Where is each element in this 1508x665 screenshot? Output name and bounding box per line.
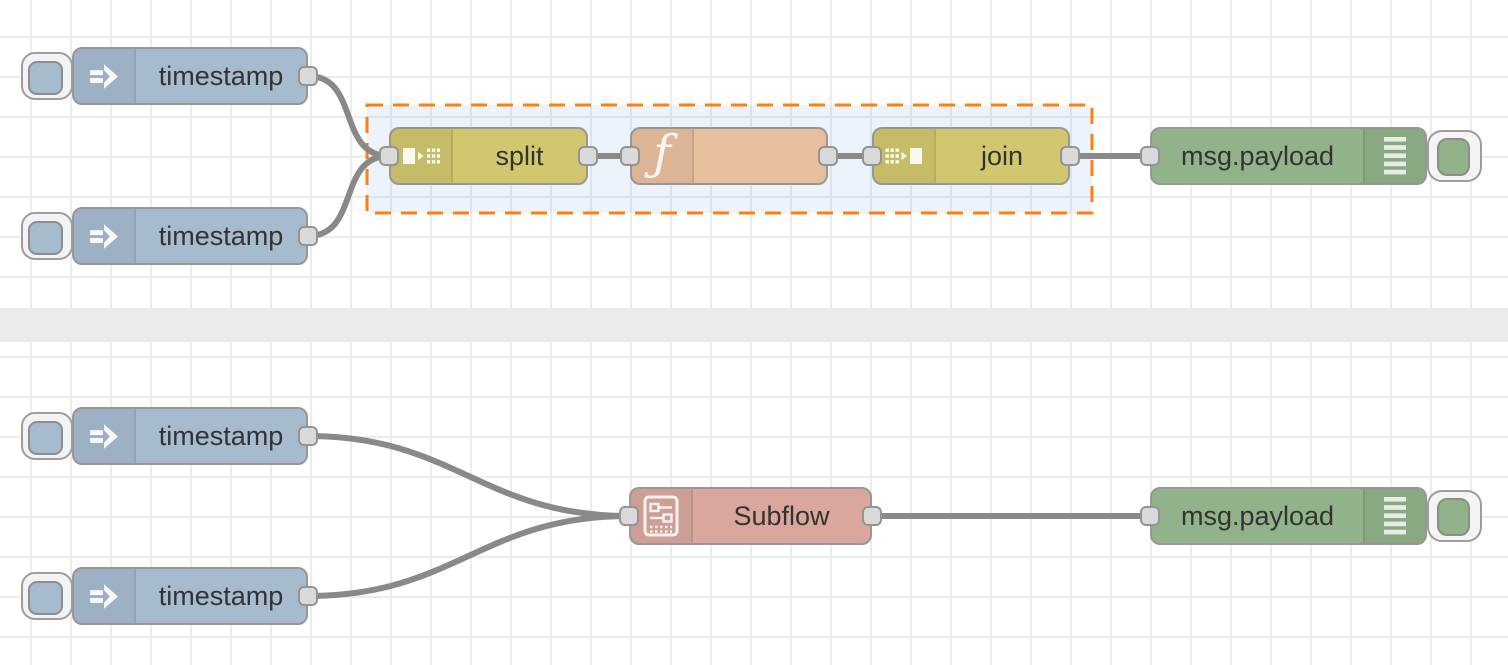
wire-inject2-split[interactable] — [307, 153, 390, 239]
node-label: timestamp — [158, 220, 284, 251]
function-f-icon: ƒ — [653, 127, 671, 181]
port-input[interactable] — [1140, 506, 1160, 526]
inject-icon-region — [74, 49, 136, 103]
node-inject-timestamp-3[interactable]: timestamp — [72, 407, 308, 465]
node-label: msg.payload — [1180, 500, 1335, 531]
inject-button-pad[interactable] — [28, 581, 63, 615]
debug-toggle-button[interactable] — [1427, 130, 1482, 182]
port-input[interactable] — [620, 146, 640, 166]
node-label — [694, 129, 826, 183]
port-output[interactable] — [1060, 146, 1080, 166]
debug-lines-icon — [1384, 497, 1406, 535]
node-split[interactable]: split — [389, 127, 588, 185]
port-input[interactable] — [862, 146, 882, 166]
debug-icon-region — [1363, 489, 1425, 543]
section-divider — [0, 308, 1508, 342]
inject-icon-region — [74, 569, 136, 623]
port-input[interactable] — [1140, 146, 1160, 166]
debug-toggle-button[interactable] — [1427, 490, 1482, 542]
wire-inject4-subflow[interactable] — [307, 513, 630, 599]
port-input[interactable] — [619, 506, 639, 526]
wire-inject1-split[interactable] — [307, 73, 390, 159]
inject-icon-region — [74, 209, 136, 263]
node-inject-timestamp-2[interactable]: timestamp — [72, 207, 308, 265]
node-join[interactable]: join — [872, 127, 1070, 185]
port-output[interactable] — [298, 226, 318, 246]
inject-arrow-icon — [90, 64, 118, 89]
node-subflow[interactable]: Subflow — [629, 487, 872, 545]
port-input[interactable] — [379, 146, 399, 166]
wire-inject3-subflow[interactable] — [307, 433, 630, 519]
node-label: msg.payload — [1180, 140, 1335, 171]
port-output[interactable] — [298, 426, 318, 446]
port-output[interactable] — [862, 506, 882, 526]
port-output[interactable] — [298, 586, 318, 606]
inject-arrow-icon — [90, 224, 118, 249]
inject-button[interactable] — [21, 412, 73, 460]
inject-button[interactable] — [21, 212, 73, 260]
split-icon-region — [391, 129, 453, 183]
port-output[interactable] — [298, 66, 318, 86]
debug-toggle-pad[interactable] — [1437, 498, 1470, 536]
inject-button-pad[interactable] — [28, 421, 63, 455]
inject-arrow-icon — [90, 424, 118, 449]
port-output[interactable] — [818, 146, 838, 166]
inject-arrow-icon — [90, 584, 118, 609]
node-debug-2[interactable]: msg.payload — [1150, 487, 1427, 545]
node-label: split — [495, 140, 544, 171]
node-function[interactable]: ƒ — [630, 127, 828, 185]
node-label: timestamp — [158, 60, 284, 91]
inject-button[interactable] — [21, 572, 73, 620]
node-label: join — [980, 140, 1024, 171]
debug-lines-icon — [1384, 137, 1406, 175]
split-icon — [403, 148, 440, 164]
debug-toggle-pad[interactable] — [1437, 138, 1470, 176]
inject-button-pad[interactable] — [28, 221, 63, 255]
join-icon-region — [874, 129, 936, 183]
node-debug-1[interactable]: msg.payload — [1150, 127, 1427, 185]
subflow-icon-region — [631, 489, 693, 543]
inject-button[interactable] — [21, 52, 73, 100]
subflow-icon — [643, 495, 679, 537]
port-output[interactable] — [578, 146, 598, 166]
node-inject-timestamp-1[interactable]: timestamp — [72, 47, 308, 105]
inject-icon-region — [74, 409, 136, 463]
node-label: timestamp — [158, 580, 284, 611]
debug-icon-region — [1363, 129, 1425, 183]
node-inject-timestamp-4[interactable]: timestamp — [72, 567, 308, 625]
node-label: timestamp — [158, 420, 284, 451]
node-label: Subflow — [733, 500, 830, 531]
join-icon — [885, 148, 922, 164]
function-icon-region: ƒ — [632, 129, 694, 183]
inject-button-pad[interactable] — [28, 61, 63, 95]
